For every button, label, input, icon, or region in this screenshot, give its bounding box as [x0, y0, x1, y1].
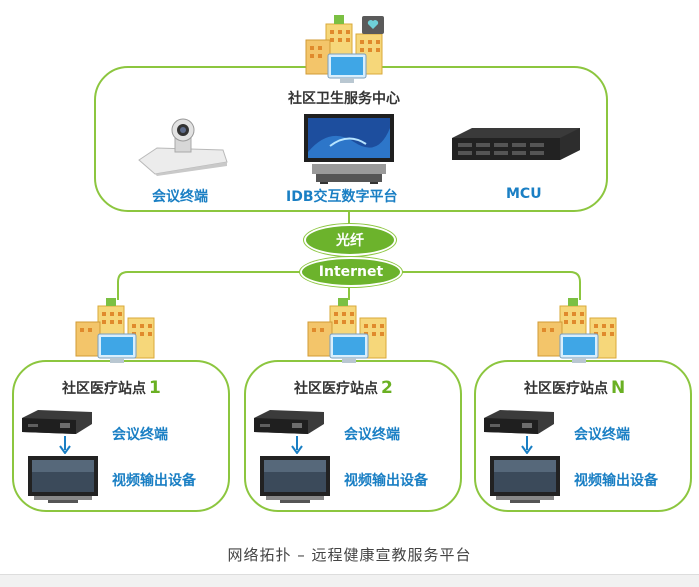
fiber-link-badge: 光纤	[304, 224, 396, 256]
center-device-label-mcu: MCU	[506, 186, 542, 202]
bottom-divider	[0, 574, 699, 587]
down-arrow-icon	[521, 436, 533, 454]
video-monitor-icon	[490, 456, 560, 503]
site-buildings-icon	[307, 298, 387, 363]
diagram-caption: 网络拓扑 – 远程健康宣教服务平台	[227, 546, 472, 564]
video-monitor-icon	[28, 456, 98, 503]
site-title-text: 社区医疗站点	[524, 381, 608, 397]
site-number: N	[611, 378, 626, 398]
site-number: 2	[381, 378, 393, 398]
site-title-text: 社区医疗站点	[294, 381, 378, 397]
site-terminal-label: 会议终端	[574, 427, 630, 443]
site-terminal-label: 会议终端	[112, 427, 168, 443]
set-top-terminal-icon	[22, 410, 92, 434]
set-top-terminal-icon	[254, 410, 324, 434]
video-monitor-icon	[260, 456, 330, 503]
site-output-label: 视频输出设备	[574, 473, 658, 489]
down-arrow-icon	[59, 436, 71, 454]
site-buildings-icon	[537, 298, 617, 363]
down-arrow-icon	[291, 436, 303, 454]
internet-link-badge: Internet	[300, 257, 402, 287]
site-number: 1	[149, 378, 161, 398]
center-device-label-terminal: 会议终端	[152, 189, 208, 205]
site-title-text: 社区医疗站点	[62, 381, 146, 397]
site-output-label: 视频输出设备	[112, 473, 196, 489]
conference-camera-icon	[138, 118, 228, 176]
site-buildings-icon	[75, 298, 155, 363]
set-top-terminal-icon	[484, 410, 554, 434]
site-terminal-label: 会议终端	[344, 427, 400, 443]
center-device-label-idb: IDB交互数字平台	[286, 189, 398, 205]
interactive-display-icon	[304, 114, 394, 184]
site-output-label: 视频输出设备	[344, 473, 428, 489]
mcu-rack-icon	[452, 128, 580, 160]
buildings-icon	[305, 15, 384, 83]
center-title: 社区卫生服务中心	[288, 91, 400, 107]
